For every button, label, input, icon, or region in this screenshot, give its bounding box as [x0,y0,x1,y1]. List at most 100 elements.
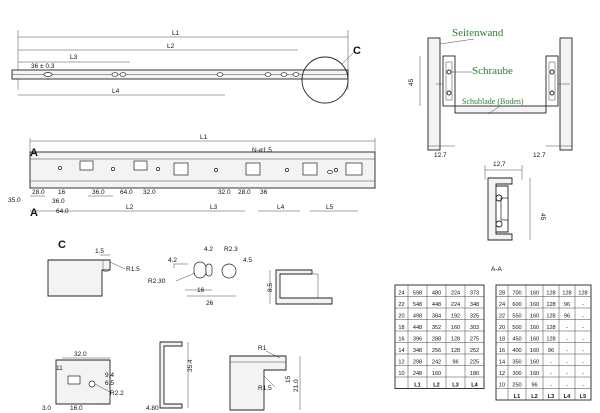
dim-28b: 28.0 [238,189,251,196]
detail-c-45: 4.5 [243,257,252,264]
table-cell: 242 [432,359,441,365]
table-header: L1 [514,394,521,400]
top-l3-label: L3 [70,54,78,61]
table-cell: - [550,382,552,388]
table-cell: 14 [398,348,404,354]
slot-a [193,261,207,279]
table-cell: 400 [512,348,521,354]
table-cell: 250 [512,382,521,388]
section-a-top: A [30,147,38,159]
bv-94: 9.4 [105,372,114,379]
bv-slot [67,375,81,385]
label-schraube: Schraube [472,65,513,77]
table-cell: 16 [499,348,505,354]
table-cell: 450 [512,336,521,342]
detail-c: C 1.5 R1.5 4.2 4.2 R2.3 4.5 R2.30 16 26 … [47,239,333,307]
table-cell: 252 [470,348,479,354]
top-l2-label: L2 [167,43,175,50]
table-cell: 128 [451,336,460,342]
table-cell: 384 [432,313,441,319]
side-l4: L4 [277,204,285,211]
table-cell: 192 [451,313,460,319]
assembly-dim-127-right: 12.7 [533,152,546,159]
table-cell: 256 [432,348,441,354]
table-cell: 96 [548,348,554,354]
table-cell: 373 [470,290,479,296]
dim-36b: 36.0 [92,189,105,196]
aa-dim-127: 12,7 [493,161,506,168]
table-cell: - [582,382,584,388]
detail-c-26: 26 [206,300,214,307]
table-cell: 348 [413,348,422,354]
table-cell: 20 [499,325,505,331]
detail-c-callout: C [353,45,361,57]
table-cell: 275 [470,336,479,342]
bv-354: 35.4 [187,359,194,372]
table-cell: 548 [413,302,422,308]
section-a-bottom: A [30,207,38,219]
table-cell: 160 [432,371,441,377]
top-l4-label: L4 [112,88,120,95]
table-cell: 498 [413,313,422,319]
detail-c-r15: R1.5 [126,266,140,273]
label-seitenwand: Seitenwand [452,27,504,39]
drawer-bottom [454,105,547,114]
table-cell: 700 [512,290,521,296]
table-cell: 20 [398,313,404,319]
table-cell: - [582,336,584,342]
table-header: L2 [433,382,440,388]
table-cell: 128 [546,302,555,308]
table-cell: 160 [530,371,539,377]
assembly-dim-127-left: 12.7 [434,152,447,159]
top-view: L1 L2 L3 36 ± 0.3 L4 C [11,30,361,104]
table-cell: 160 [451,325,460,331]
detail-c-r230: R2.30 [148,278,166,285]
table-header: L5 [580,394,587,400]
table-cell: 180 [470,371,479,377]
table-cell: 96 [564,302,570,308]
dim-16: 16 [58,189,66,196]
table-cell: 96 [564,313,570,319]
detail-c-42a: 4.2 [168,257,177,264]
table-cell: 160 [530,290,539,296]
label-schublade: Schublade (Boden) [462,97,524,106]
table-cell: 24 [398,290,404,296]
table-cell: 22 [398,302,404,308]
table-cell: 348 [470,302,479,308]
table-cell: 600 [512,302,521,308]
bv-profile [229,355,287,411]
table-cell: 350 [512,359,521,365]
table-cell: - [566,359,568,365]
dim-36a: 36.0 [52,198,65,205]
section-aa: 12,7 45 A-A [484,161,546,273]
table-cell: 248 [413,371,422,377]
table-header: L3 [548,394,555,400]
table-header: L2 [531,394,538,400]
detail-c-16: 16 [197,287,205,294]
table-cell: 14 [499,359,505,365]
bv-65: 6.5 [105,380,114,387]
table-cell: 303 [470,325,479,331]
table-cell: 96 [452,359,458,365]
detail-c-profile [47,259,111,297]
assembly-view: 45 12.7 12.7 Seitenwand Schraube Schubla… [408,27,573,159]
side-l1-label: L1 [200,134,208,141]
table-header: L3 [452,382,459,388]
bv-320: 32.0 [74,351,87,358]
table-cell: - [550,359,552,365]
bv-channel [159,341,183,409]
table-cell: 128 [546,325,555,331]
table-cell: - [566,371,568,377]
table-header: L1 [414,382,421,388]
table-cell: 128 [546,336,555,342]
table-cell: 598 [413,290,422,296]
table-cell: 128 [578,290,587,296]
detail-c-r23: R2.3 [224,246,238,253]
side-l5: L5 [326,204,334,211]
aa-outer-profile [487,177,513,241]
table-cell: 298 [413,359,422,365]
dim-32b: 32.0 [218,189,231,196]
table-cell: 160 [530,336,539,342]
top-36-label: 36 ± 0.3 [31,63,55,70]
